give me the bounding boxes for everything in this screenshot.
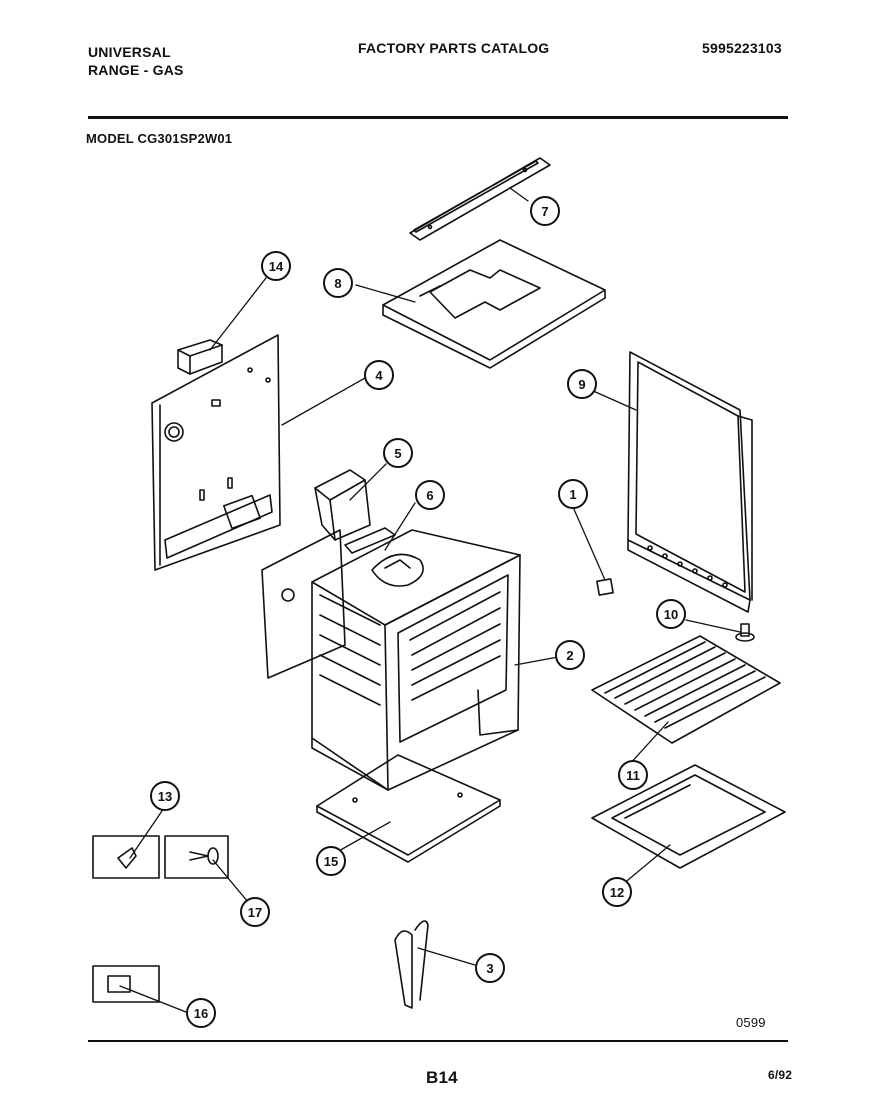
leader-lines: [119, 187, 741, 1013]
date-code: 6/92: [768, 1068, 793, 1082]
header-rule: [88, 116, 788, 119]
drawing-code: 0599: [736, 1015, 766, 1030]
page-code: B14: [426, 1068, 458, 1087]
callout-2: 2: [555, 640, 585, 670]
callout-1: 1: [558, 479, 588, 509]
callout-3: 3: [475, 953, 505, 983]
part-11-oven-rack: [591, 635, 781, 744]
part-5-burner-box: [314, 469, 371, 541]
callout-16: 16: [186, 998, 216, 1028]
callout-12: 12: [602, 877, 632, 907]
part-14-bracket: [177, 339, 223, 375]
brand-line-2: RANGE - GAS: [88, 62, 184, 78]
callout-6: 6: [415, 480, 445, 510]
callout-13: 13: [150, 781, 180, 811]
part-1-clip: [596, 578, 614, 596]
callout-14: 14: [261, 251, 291, 281]
part-12-broiler-pan: [591, 764, 786, 869]
part-10-leveling-leg: [735, 623, 755, 642]
part-2-side-panel: [261, 529, 346, 679]
callout-11: 11: [618, 760, 648, 790]
brand-line-1: UNIVERSAL: [88, 44, 171, 60]
callout-15: 15: [316, 846, 346, 876]
part-8-top-panel: [382, 239, 606, 369]
catalog-title: FACTORY PARTS CATALOG: [358, 40, 550, 56]
part-6-burner-assembly: [344, 527, 424, 587]
model-number: MODEL CG301SP2W01: [86, 131, 233, 146]
part-7-top-trim: [409, 157, 551, 241]
callout-4: 4: [364, 360, 394, 390]
part-16-box: [92, 965, 160, 1003]
part-2-oven-body: [311, 529, 521, 791]
footer-rule: [88, 1040, 788, 1042]
part-3-door-hinge: [394, 920, 429, 1009]
callout-10: 10: [656, 599, 686, 629]
part-4-back-panel: [151, 334, 281, 571]
callout-7: 7: [530, 196, 560, 226]
callout-8: 8: [323, 268, 353, 298]
part-13-box: [92, 835, 160, 879]
catalog-number: 5995223103: [702, 40, 782, 56]
callout-17: 17: [240, 897, 270, 927]
callout-9: 9: [567, 369, 597, 399]
part-17-box: [164, 835, 229, 879]
callout-5: 5: [383, 438, 413, 468]
part-9-door-frame: [627, 351, 753, 613]
part-15-bottom-panel: [316, 754, 501, 863]
